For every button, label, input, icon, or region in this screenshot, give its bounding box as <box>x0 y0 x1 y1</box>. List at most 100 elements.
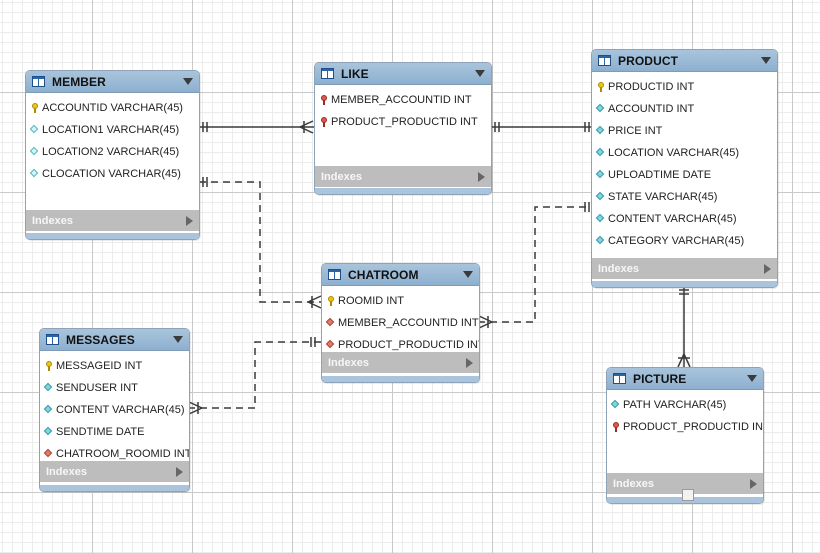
indexes-section[interactable]: Indexes <box>315 166 491 187</box>
column-row[interactable]: LOCATION1 VARCHAR(45) <box>26 119 199 141</box>
indexes-section[interactable]: Indexes <box>592 258 777 279</box>
column-row[interactable]: PRODUCT_PRODUCTID INT <box>315 111 491 133</box>
table-like[interactable]: LIKE MEMBER_ACCOUNTID INT PRODUCT_PRODUC… <box>314 62 492 195</box>
column-row[interactable]: PRICE INT <box>592 120 777 142</box>
indexes-label: Indexes <box>598 262 639 275</box>
relationship-product-chatroom[interactable] <box>478 202 592 329</box>
table-icon <box>46 334 59 345</box>
table-title: MESSAGES <box>66 332 135 347</box>
attribute-icon <box>31 125 39 135</box>
primary-key-icon <box>45 361 53 371</box>
column-label: MEMBER_ACCOUNTID INT <box>338 317 479 329</box>
indexes-label: Indexes <box>613 477 654 490</box>
column-row[interactable]: LOCATION VARCHAR(45) <box>592 142 777 164</box>
table-picture[interactable]: PICTURE PATH VARCHAR(45) PRODUCT_PRODUCT… <box>606 367 764 504</box>
column-row[interactable]: PRODUCTID INT <box>592 76 777 98</box>
indexes-section[interactable]: Indexes <box>26 210 199 231</box>
not-null-attribute-icon <box>597 214 605 224</box>
column-row[interactable]: ACCOUNTID INT <box>592 98 777 120</box>
table-header[interactable]: PICTURE <box>607 368 763 390</box>
indexes-section[interactable]: Indexes <box>607 473 763 494</box>
column-row[interactable]: SENDUSER INT <box>40 377 189 399</box>
expand-arrow-icon[interactable] <box>466 357 473 368</box>
not-null-attribute-icon <box>612 400 620 410</box>
indexes-label: Indexes <box>46 465 87 478</box>
column-row[interactable]: MEMBER_ACCOUNTID INT <box>322 312 479 334</box>
expand-arrow-icon[interactable] <box>186 215 193 226</box>
column-row[interactable]: ACCOUNTID VARCHAR(45) <box>26 97 199 119</box>
expand-arrow-icon[interactable] <box>764 263 771 274</box>
collapse-arrow-icon[interactable] <box>463 271 473 278</box>
not-null-attribute-icon <box>597 148 605 158</box>
column-row[interactable]: MEMBER_ACCOUNTID INT <box>315 89 491 111</box>
primary-key-icon <box>597 82 605 92</box>
relationship-product-like[interactable] <box>491 122 592 132</box>
table-header[interactable]: PRODUCT <box>592 50 777 72</box>
table-header[interactable]: CHATROOM <box>322 264 479 286</box>
attribute-icon <box>31 147 39 157</box>
table-title: MEMBER <box>52 74 106 89</box>
not-null-attribute-icon <box>45 427 53 437</box>
indexes-label: Indexes <box>328 356 369 369</box>
table-header[interactable]: LIKE <box>315 63 491 85</box>
relationship-member-like[interactable] <box>199 120 315 134</box>
table-product[interactable]: PRODUCT PRODUCTID INT ACCOUNTID INT PRIC… <box>591 49 778 288</box>
column-row[interactable]: CLOCATION VARCHAR(45) <box>26 163 199 185</box>
expand-arrow-icon[interactable] <box>750 478 757 489</box>
table-title: PICTURE <box>633 371 687 386</box>
column-row[interactable]: PRODUCT_PRODUCTID INT <box>607 416 763 438</box>
column-row[interactable]: STATE VARCHAR(45) <box>592 186 777 208</box>
column-row[interactable]: PATH VARCHAR(45) <box>607 394 763 416</box>
table-member[interactable]: MEMBER ACCOUNTID VARCHAR(45) LOCATION1 V… <box>25 70 200 240</box>
foreign-key-attribute-icon <box>327 340 335 350</box>
not-null-attribute-icon <box>597 192 605 202</box>
column-row[interactable]: SENDTIME DATE <box>40 421 189 443</box>
relationship-member-chatroom[interactable] <box>199 177 322 309</box>
column-row[interactable]: CONTENT VARCHAR(45) <box>40 399 189 421</box>
resize-handle[interactable] <box>682 489 694 501</box>
indexes-label: Indexes <box>32 214 73 227</box>
column-row[interactable]: LOCATION2 VARCHAR(45) <box>26 141 199 163</box>
primary-key-icon <box>327 296 335 306</box>
indexes-section[interactable]: Indexes <box>40 461 189 482</box>
foreign-key-icon <box>320 117 328 127</box>
collapse-arrow-icon[interactable] <box>173 336 183 343</box>
table-footer-strip <box>315 188 491 194</box>
column-label: LOCATION1 VARCHAR(45) <box>42 124 180 136</box>
column-label: MESSAGEID INT <box>56 360 143 372</box>
table-messages[interactable]: MESSAGES MESSAGEID INT SENDUSER INT CONT… <box>39 328 190 492</box>
table-header[interactable]: MEMBER <box>26 71 199 93</box>
column-label: SENDTIME DATE <box>56 426 145 438</box>
attribute-icon <box>31 169 39 179</box>
table-icon <box>32 76 45 87</box>
column-label: ACCOUNTID VARCHAR(45) <box>42 102 183 114</box>
column-label: CONTENT VARCHAR(45) <box>56 404 185 416</box>
column-row[interactable]: ROOMID INT <box>322 290 479 312</box>
column-row[interactable]: UPLOADTIME DATE <box>592 164 777 186</box>
collapse-arrow-icon[interactable] <box>475 70 485 77</box>
table-title: LIKE <box>341 66 369 81</box>
column-row[interactable]: CATEGORY VARCHAR(45) <box>592 230 777 252</box>
indexes-section[interactable]: Indexes <box>322 352 479 373</box>
table-icon <box>328 269 341 280</box>
relationship-product-picture[interactable] <box>677 286 691 368</box>
column-label: PRODUCT_PRODUCTID INT <box>331 116 478 128</box>
column-row[interactable]: CONTENT VARCHAR(45) <box>592 208 777 230</box>
table-title: PRODUCT <box>618 53 679 68</box>
expand-arrow-icon[interactable] <box>176 466 183 477</box>
column-row[interactable]: MESSAGEID INT <box>40 355 189 377</box>
collapse-arrow-icon[interactable] <box>183 78 193 85</box>
not-null-attribute-icon <box>45 405 53 415</box>
collapse-arrow-icon[interactable] <box>761 57 771 64</box>
expand-arrow-icon[interactable] <box>478 171 485 182</box>
table-footer-strip <box>26 233 199 239</box>
column-label: MEMBER_ACCOUNTID INT <box>331 94 472 106</box>
table-header[interactable]: MESSAGES <box>40 329 189 351</box>
column-label: PRODUCT_PRODUCTID INT <box>623 421 764 433</box>
column-row[interactable]: PRODUCT_PRODUCTID INT <box>322 334 479 356</box>
relationship-chatroom-messages[interactable] <box>188 337 322 415</box>
column-row[interactable]: CHATROOM_ROOMID INT <box>40 443 189 465</box>
collapse-arrow-icon[interactable] <box>747 375 757 382</box>
table-chatroom[interactable]: CHATROOM ROOMID INT MEMBER_ACCOUNTID INT… <box>321 263 480 383</box>
table-footer-strip <box>592 281 777 287</box>
